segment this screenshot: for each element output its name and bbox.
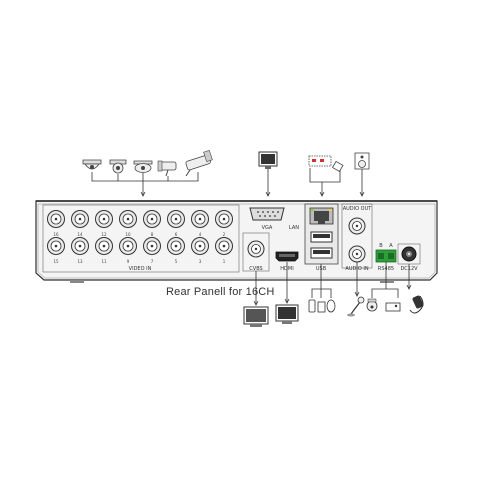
bnc-connector-12 (95, 210, 113, 228)
channel-number: 7 (151, 259, 154, 264)
channel-number: 8 (151, 232, 154, 237)
lan-usb-block (304, 203, 339, 265)
microphone-icon (347, 262, 365, 317)
video-in-connectors: 16 14 12 10 8 6 4 2 15 13 11 9 7 5 3 1 (42, 204, 240, 273)
dome-camera-icon (82, 159, 102, 170)
usb-port-top (310, 231, 333, 243)
turret-camera-icon (133, 160, 153, 173)
power-adapter-icon (406, 264, 424, 314)
bnc-connector-4 (191, 210, 209, 228)
usb-devices-icon (308, 264, 336, 313)
channel-number: 16 (53, 232, 59, 237)
panel-caption: Rear Panell for 16CH (166, 286, 275, 298)
channel-number: 4 (199, 232, 202, 237)
camera-icons-top (82, 149, 213, 197)
bnc-connector-15 (47, 237, 65, 255)
bnc-connector-1 (215, 237, 233, 255)
bnc-connector-10 (119, 210, 137, 228)
vga-port (249, 207, 285, 221)
hdmi-monitor-icon (275, 262, 299, 324)
usb-port-bottom (310, 247, 333, 259)
audio-out-port (348, 217, 366, 235)
cvbs-monitor-icon (243, 271, 269, 327)
bnc-connector-14 (71, 210, 89, 228)
bnc-connector-7 (143, 237, 161, 255)
bnc-connector-5 (167, 237, 185, 255)
bnc-connector-11 (95, 237, 113, 255)
video-in-label: VIDEO IN (129, 266, 152, 272)
dome-camera-icon (109, 159, 127, 174)
channel-number: 6 (175, 232, 178, 237)
bullet-camera-icon (157, 160, 177, 177)
bnc-connector-6 (167, 210, 185, 228)
channel-number: 2 (223, 232, 226, 237)
bnc-connector-9 (119, 237, 137, 255)
rs485-port: B A (375, 243, 397, 263)
channel-number: 9 (127, 259, 130, 264)
cvbs-label: CVBS (249, 266, 262, 272)
audio-out-label: AUDIO OUT (343, 206, 373, 212)
audio-in-port (348, 245, 366, 263)
vga-monitor-icon (258, 151, 278, 197)
bnc-connector-16 (47, 210, 65, 228)
lan-label: LAN (289, 225, 299, 231)
channel-number: 10 (125, 232, 131, 237)
channel-number: 11 (101, 259, 107, 264)
dc12v-port (397, 243, 421, 265)
channel-number: 15 (53, 259, 59, 264)
bnc-connector-8 (143, 210, 161, 228)
channel-number: 5 (175, 259, 178, 264)
channel-number: 1 (223, 259, 226, 264)
channel-number: 13 (77, 259, 83, 264)
bnc-connector-13 (71, 237, 89, 255)
vga-label: VGA (262, 225, 273, 231)
channel-number: 12 (101, 232, 107, 237)
bnc-connector-3 (191, 237, 209, 255)
rs485-a-label: A (389, 243, 393, 249)
bnc-connector-2 (215, 210, 233, 228)
channel-number: 3 (199, 259, 202, 264)
lan-port (309, 207, 334, 225)
bullet-camera-icon (185, 149, 213, 177)
hdmi-port (275, 251, 299, 262)
ptz-devices-icon (366, 262, 401, 312)
channel-number: 14 (77, 232, 83, 237)
speaker-icon (354, 152, 370, 197)
network-devices-icon (308, 155, 344, 197)
rs485-b-label: B (379, 243, 383, 249)
